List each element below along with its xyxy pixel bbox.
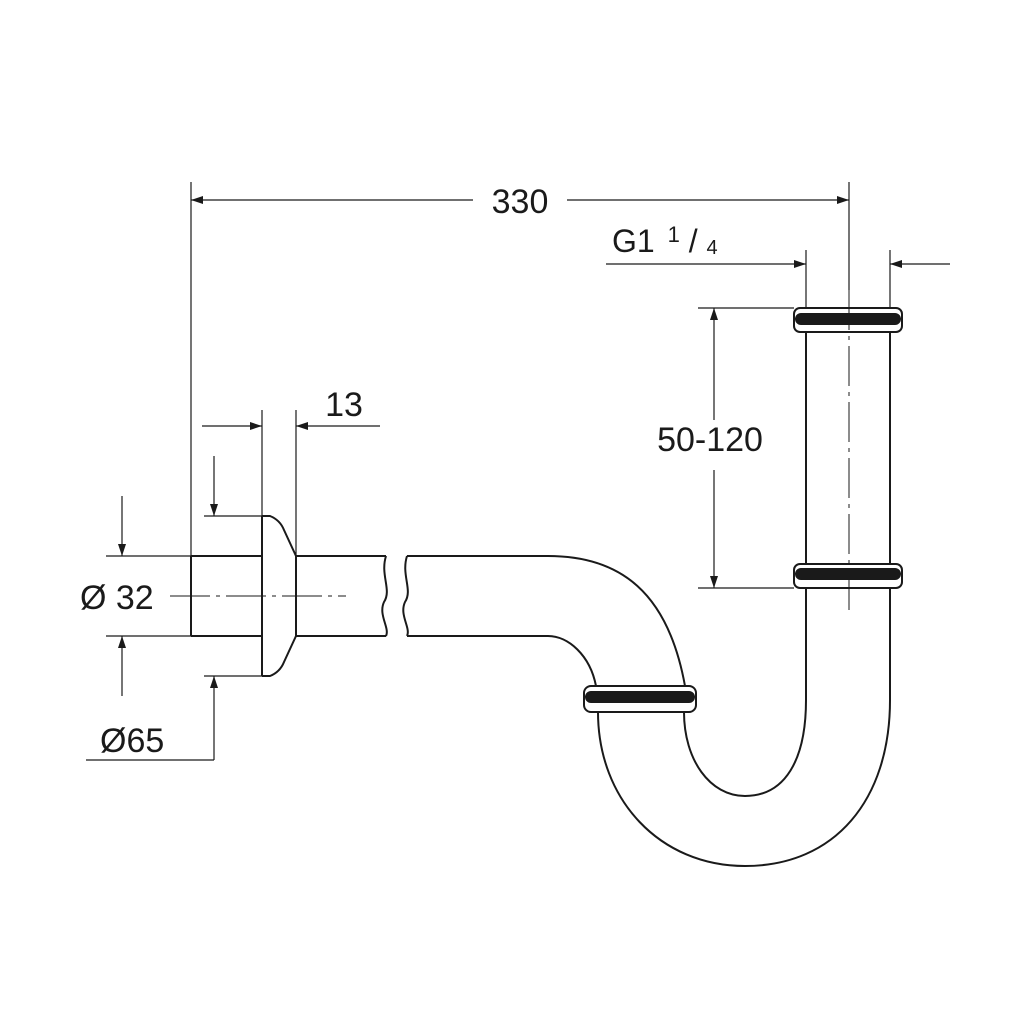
pipe-break-right xyxy=(402,555,409,637)
top-nut xyxy=(793,307,903,333)
dim-thread-den: 4 xyxy=(707,237,718,259)
middle-nut xyxy=(793,563,903,589)
dimension-labels: 330 G1 1 / 4 50-120 13 Ø 32 Ø65 xyxy=(80,183,763,760)
nut-rings xyxy=(583,307,903,713)
dim-thread-main: G1 xyxy=(612,223,655,259)
dim-13-label: 13 xyxy=(325,386,363,424)
dimension-lines xyxy=(86,182,950,761)
centre-lines xyxy=(170,290,850,612)
bend-nut xyxy=(583,685,697,713)
dim-thread-num: 1 xyxy=(668,222,680,247)
horizontal-pipe-left xyxy=(296,555,386,637)
horizontal-pipe-right xyxy=(407,555,686,687)
dim-330-label: 330 xyxy=(492,183,549,221)
u-bend xyxy=(597,588,891,868)
dim-65-label: Ø65 xyxy=(100,722,164,760)
pipe-break-left xyxy=(381,555,388,637)
dim-thread-label: G1 1 / 4 xyxy=(612,213,718,259)
dim-thread-slash: / xyxy=(689,223,698,259)
dim-32-label: Ø 32 xyxy=(80,579,154,617)
dim-height-label: 50-120 xyxy=(657,421,763,459)
siphon-body xyxy=(190,332,891,868)
vertical-tube xyxy=(805,332,891,564)
